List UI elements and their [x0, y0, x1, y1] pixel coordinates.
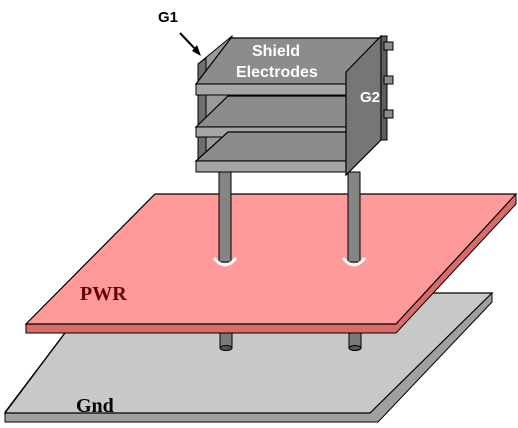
pwr-plane: [24, 193, 518, 334]
shield-label-line1: Shield: [252, 43, 300, 60]
pin-left: [212, 171, 238, 267]
shield-plate-bottom: [194, 131, 380, 173]
g2-electrode: [345, 34, 394, 177]
pwr-label: PWR: [80, 283, 127, 305]
g1-pointer-arrow: [179, 32, 201, 56]
pin-right: [341, 171, 367, 267]
g1-label: G1: [158, 9, 178, 26]
g2-label: G2: [360, 89, 380, 106]
gnd-label: Gnd: [76, 395, 114, 417]
shield-label-line2: Electrodes: [236, 64, 318, 81]
